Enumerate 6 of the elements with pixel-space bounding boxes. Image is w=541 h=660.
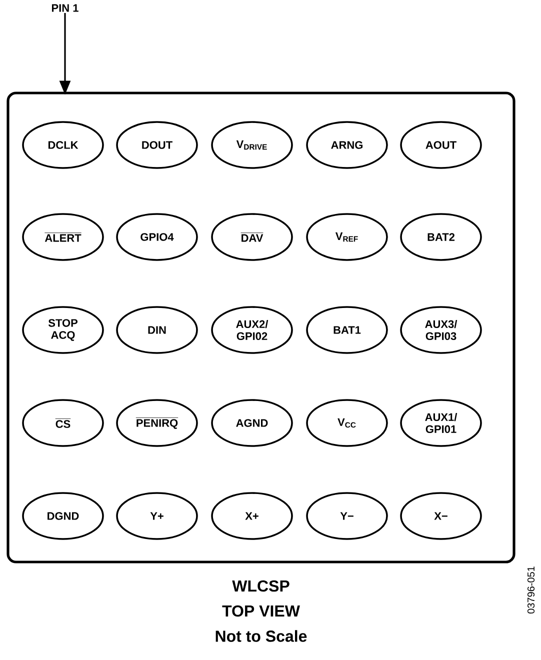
figure-number: 03796-051	[527, 566, 535, 614]
package-outline	[6, 92, 516, 564]
pin-label: PIN 1	[52, 4, 78, 12]
caption-line: WLCSP	[232, 580, 290, 592]
caption-line: TOP VIEW	[222, 605, 300, 617]
caption-line: Not to Scale	[216, 630, 307, 642]
